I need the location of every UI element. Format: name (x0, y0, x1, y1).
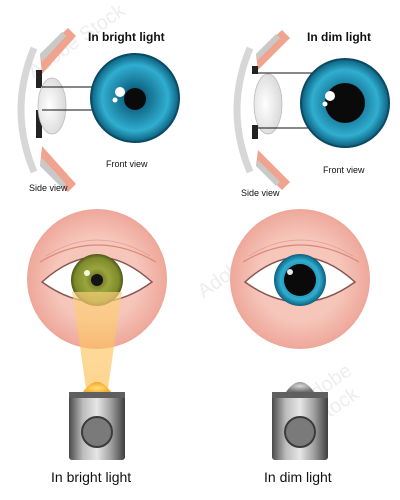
iris-edge-lower (36, 110, 42, 138)
iris-lower (256, 150, 290, 190)
front-view-eye-dim (300, 58, 390, 148)
bulb-lit (83, 382, 111, 392)
ciliary-upper (40, 32, 66, 62)
ciliary-lower (40, 158, 66, 188)
title-dim: In dim light (307, 30, 371, 44)
caption-bright: In bright light (51, 469, 132, 485)
side-view-eye-bright (17, 28, 126, 192)
label-side-view-dim: Side view (241, 188, 280, 198)
iris-lower (40, 146, 76, 192)
label-front-view-dim: Front view (323, 165, 365, 175)
flashlight-off (272, 382, 328, 460)
power-button-icon (81, 416, 113, 448)
iris-edge-lower (252, 125, 258, 139)
light-beam (72, 292, 122, 388)
lens (37, 77, 67, 135)
iris-upper (40, 28, 76, 74)
pupil-small (124, 88, 146, 110)
pupil-constricted (91, 274, 103, 286)
pupil-dilated (284, 264, 316, 296)
highlight-icon (115, 87, 125, 97)
pupil-large (325, 83, 365, 123)
iris-edge-upper (252, 66, 258, 74)
flashlight-on (69, 382, 125, 460)
lens (253, 73, 283, 135)
eye-closeup-bright (27, 209, 167, 388)
title-bright: In bright light (88, 30, 165, 44)
iris-edge-upper (36, 70, 42, 88)
label-side-view-bright: Side view (29, 183, 68, 193)
label-front-view-bright: Front view (106, 159, 148, 169)
highlight-icon (325, 91, 335, 101)
iris-upper (256, 30, 290, 70)
side-view-eye-dim (233, 30, 345, 190)
cornea (17, 46, 38, 174)
front-view-eye-bright (90, 53, 180, 143)
caption-dim: In dim light (264, 469, 332, 485)
cornea (233, 46, 254, 174)
bulb-unlit (286, 382, 314, 392)
eye-closeup-dim (230, 209, 370, 349)
power-button-icon (284, 416, 316, 448)
